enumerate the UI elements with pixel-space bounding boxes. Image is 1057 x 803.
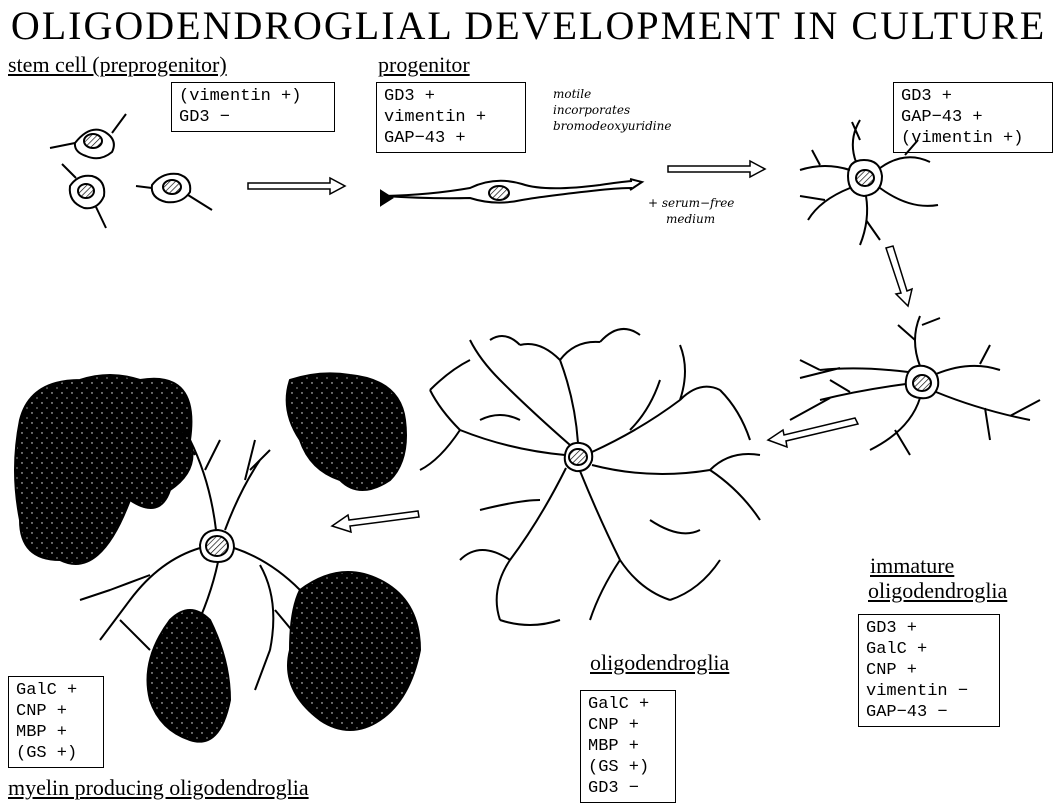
oligodendroglia-cell: [420, 329, 760, 625]
arrow-progenitor-to-immature: [668, 161, 765, 177]
immature-oligodendroglia-cell: [800, 120, 938, 245]
stem-cell: [136, 174, 212, 210]
arrow-immature-to-oligodendroglia: [768, 418, 858, 447]
arrow-oligodendroglia-to-myelin: [332, 511, 419, 532]
myelin-producing-oligodendroglia-cell: [15, 373, 420, 741]
immature-oligodendroglia-cell: [790, 316, 1040, 455]
arrow-stem-to-progenitor: [248, 178, 345, 194]
arrow-immature-down: [886, 246, 912, 306]
stem-cell: [50, 114, 126, 158]
progenitor-cell: [381, 179, 642, 205]
stem-cell: [62, 164, 106, 228]
